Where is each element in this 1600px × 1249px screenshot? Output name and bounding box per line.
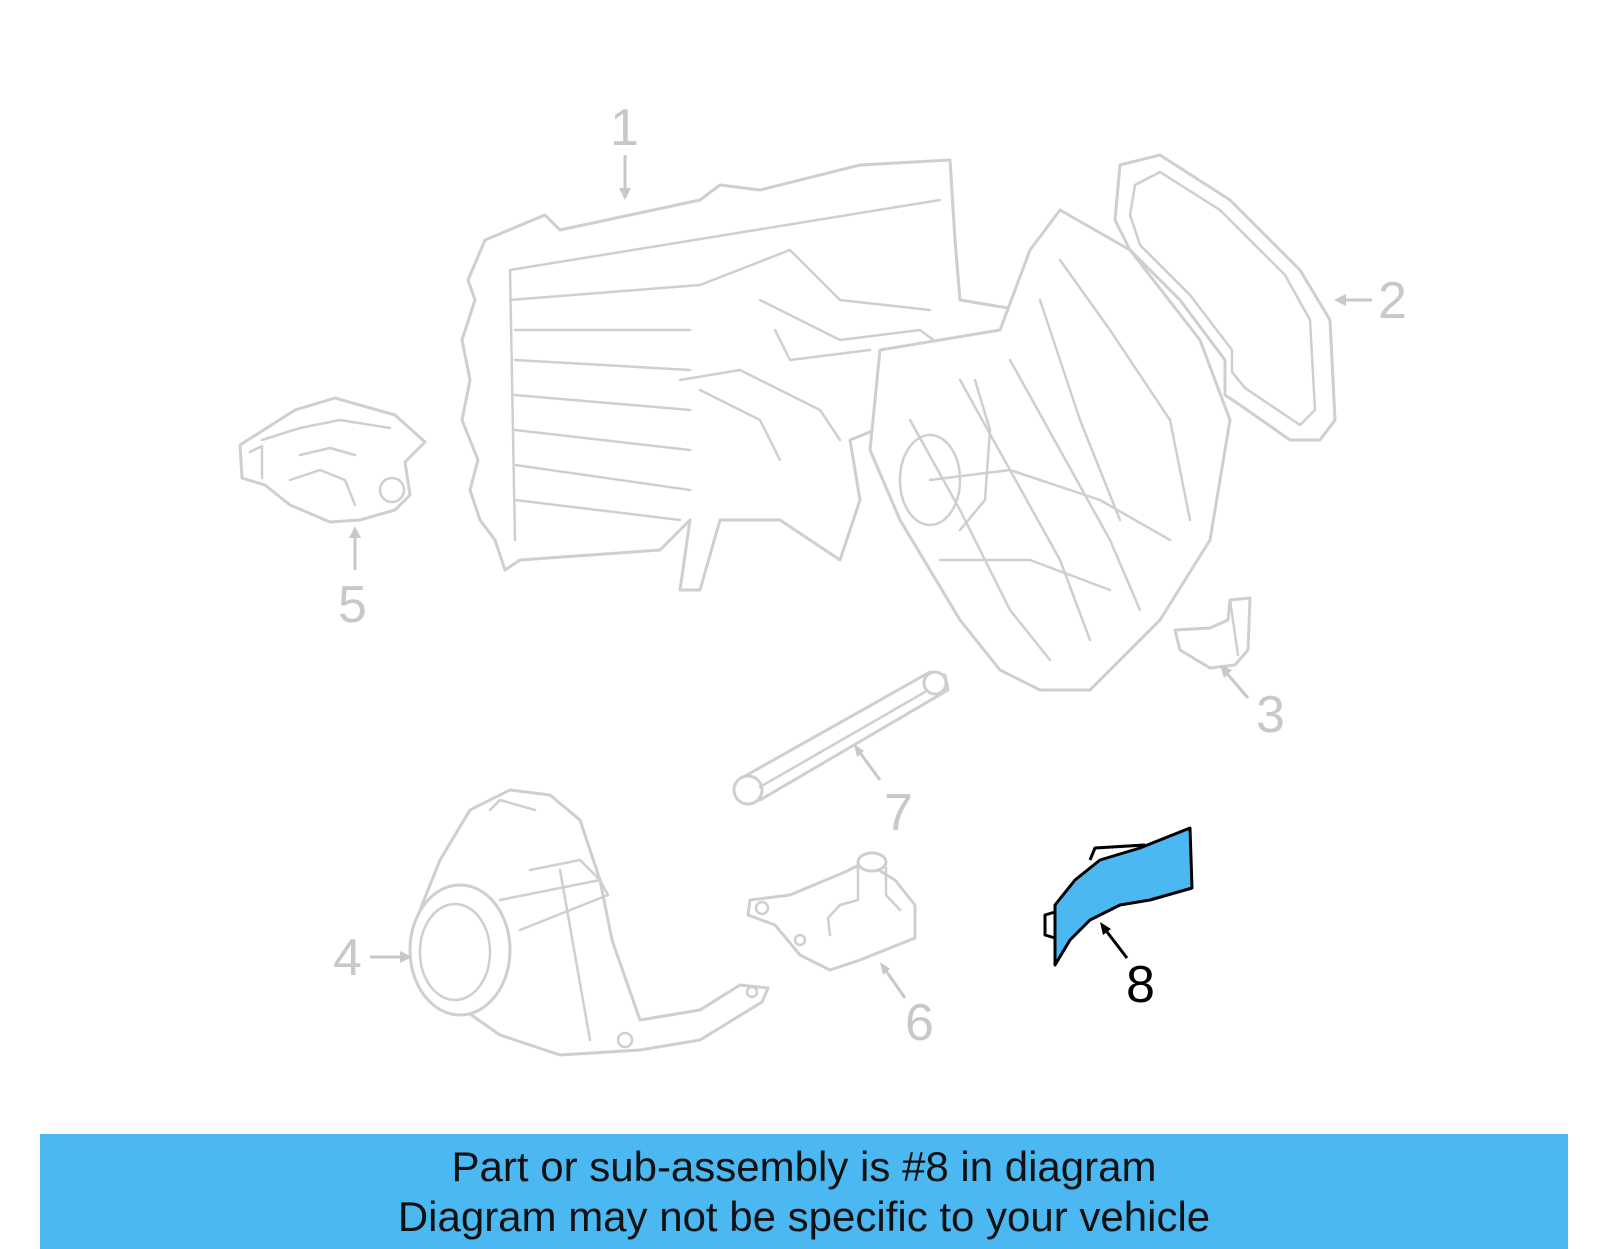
callout-2: 2 <box>1378 272 1407 330</box>
leader-8 <box>1102 927 1129 959</box>
part-7-link-rod[interactable] <box>732 670 950 806</box>
callout-7: 7 <box>884 784 913 842</box>
leader-6 <box>882 967 907 999</box>
callout-6: 6 <box>905 994 934 1052</box>
callout-5: 5 <box>338 576 367 634</box>
part-4-blower-scroll[interactable] <box>408 788 770 1057</box>
part-1-blower-section <box>868 208 1232 692</box>
callout-4: 4 <box>333 929 362 987</box>
info-banner: Part or sub-assembly is #8 in diagram Di… <box>40 1134 1568 1249</box>
leader-4-arrow <box>400 951 412 963</box>
part-2-gasket[interactable] <box>1113 153 1337 442</box>
leader-1-arrow <box>619 188 631 200</box>
callout-1: 1 <box>610 99 639 157</box>
leader-6-arrow <box>880 962 890 975</box>
callout-3: 3 <box>1256 686 1285 744</box>
banner-line-disclaimer: Diagram may not be specific to your vehi… <box>397 1193 1211 1240</box>
leader-7-arrow <box>854 744 864 757</box>
part-1-hvac-housing[interactable] <box>460 158 1062 592</box>
callout-8: 8 <box>1126 956 1155 1014</box>
leader-5-arrow <box>349 526 361 538</box>
leader-8-arrow <box>1100 922 1111 935</box>
parts-diagram: 1 2 3 4 5 6 7 8 <box>238 99 1407 1057</box>
part-5-actuator[interactable] <box>238 396 427 524</box>
banner-line-part-number: Part or sub-assembly is #8 in diagram <box>451 1143 1157 1190</box>
part-6-actuator[interactable] <box>746 851 917 972</box>
leader-3 <box>1222 669 1250 699</box>
part-8-duct-highlighted[interactable] <box>1043 826 1194 967</box>
leader-lines <box>349 155 1372 999</box>
leader-3-arrow <box>1220 665 1232 678</box>
leader-2-arrow <box>1334 294 1346 306</box>
part-3-bracket[interactable] <box>1173 596 1252 670</box>
leader-7 <box>856 749 882 781</box>
